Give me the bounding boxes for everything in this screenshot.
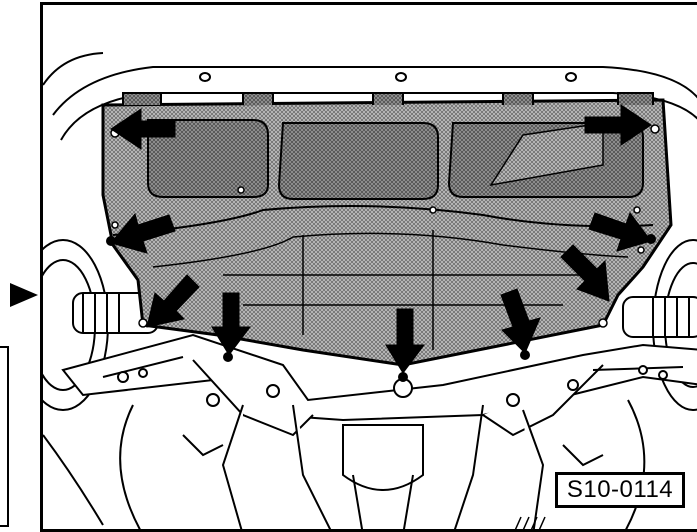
arrow-icon — [110, 212, 176, 254]
engine-sump — [119, 399, 646, 529]
arrow-icon — [385, 308, 425, 374]
arrow-icon — [560, 244, 610, 302]
figure-frame: S10-0114 — [40, 2, 697, 532]
underbody-drawing — [43, 52, 697, 529]
fastener-arrows — [110, 104, 652, 374]
panel-mounting-tabs — [122, 92, 654, 105]
hatch-marks — [514, 516, 546, 529]
right-drive-shaft — [622, 296, 697, 338]
noise-insulation-panel — [101, 98, 673, 382]
arrow-icon — [588, 211, 652, 252]
arrow-icon — [146, 274, 200, 328]
side-margin-bar — [0, 346, 9, 527]
bumper-holes — [199, 72, 577, 82]
arrow-icon — [500, 288, 541, 354]
figure-reference-label: S10-0114 — [555, 472, 685, 508]
subframe-bolts — [117, 365, 668, 407]
arrow-icon — [211, 292, 251, 356]
arrow-icon — [584, 104, 652, 146]
arrow-icon — [110, 108, 176, 150]
pointer-triangle-icon — [10, 283, 38, 307]
